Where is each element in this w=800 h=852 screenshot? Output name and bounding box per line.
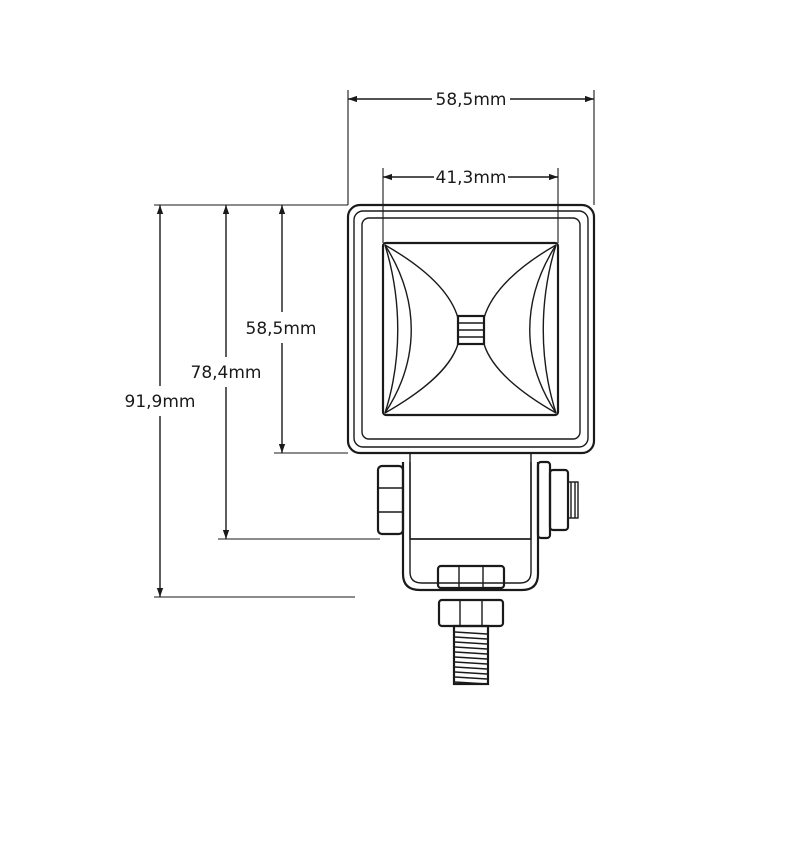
lens-width-label: 41,3mm xyxy=(436,168,507,188)
left-pivot-bolt xyxy=(376,464,405,536)
threaded-stud xyxy=(452,624,490,686)
lens-reflector xyxy=(381,241,560,417)
thread-line xyxy=(454,651,488,655)
thread-line xyxy=(454,661,488,665)
thread-line xyxy=(454,636,488,640)
mounting-nut xyxy=(437,598,505,628)
thread-line xyxy=(454,631,488,635)
thread-line xyxy=(454,656,488,660)
dimension-housing-height: 58,5mm xyxy=(246,205,317,453)
led-chip xyxy=(456,314,486,346)
thread-line xyxy=(454,646,488,650)
thread-line xyxy=(454,641,488,645)
thread-line xyxy=(454,671,488,675)
thread-line xyxy=(454,666,488,670)
vertical-extension-lines xyxy=(154,204,380,598)
housing-width-label: 58,5mm xyxy=(436,90,507,110)
mounting-bracket xyxy=(376,452,579,686)
height-to-bracket-label: 78,4mm xyxy=(191,363,262,383)
base-nut xyxy=(436,564,506,590)
dimension-height-to-bracket: 78,4mm xyxy=(191,205,262,539)
dimension-overall-height: 91,9mm xyxy=(125,205,196,597)
overall-height-label: 91,9mm xyxy=(125,392,196,412)
housing-height-label: 58,5mm xyxy=(246,319,317,339)
thread-line xyxy=(454,676,488,680)
right-pivot-bolt xyxy=(536,460,579,540)
dimension-lens-width: 41,3mm xyxy=(382,168,559,243)
thread-line xyxy=(454,681,488,685)
dimension-housing-width: 58,5mm xyxy=(347,90,595,205)
